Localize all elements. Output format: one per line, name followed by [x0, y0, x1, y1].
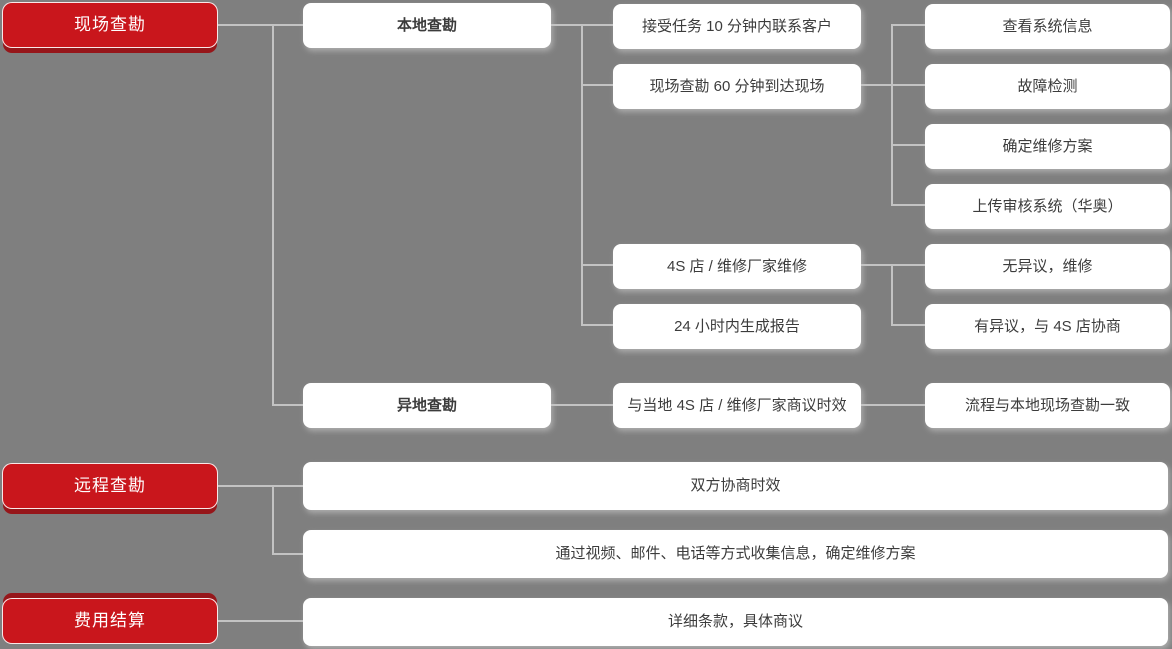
- connector-line: [891, 264, 893, 326]
- connector-line: [218, 620, 303, 622]
- node-report-24h: 24 小时内生成报告: [613, 304, 861, 349]
- node-fault-detection: 故障检测: [925, 64, 1170, 109]
- node-accept-task-contact: 接受任务 10 分钟内联系客户: [613, 4, 861, 49]
- node-confirm-repair-plan: 确定维修方案: [925, 124, 1170, 169]
- connector-line: [891, 324, 925, 326]
- node-negotiate-with-local-shop: 与当地 4S 店 / 维修厂家商议时效: [613, 383, 861, 428]
- node-offsite-survey: 异地查勘: [303, 383, 551, 428]
- node-collect-info-video-email: 通过视频、邮件、电话等方式收集信息，确定维修方案: [303, 530, 1168, 578]
- node-remote-survey: 远程查勘: [2, 463, 218, 509]
- connector-line: [551, 404, 613, 406]
- node-objection-negotiate: 有异议，与 4S 店协商: [925, 304, 1170, 349]
- connector-line: [218, 24, 303, 26]
- node-upload-audit-system: 上传审核系统（华奥）: [925, 184, 1170, 229]
- connector-line: [581, 24, 583, 326]
- connector-line: [272, 24, 274, 406]
- connector-line: [861, 264, 925, 266]
- connector-line: [581, 264, 613, 266]
- node-fee-settlement: 费用结算: [2, 598, 218, 644]
- connector-line: [891, 24, 893, 206]
- connector-line: [272, 485, 274, 555]
- node-4s-shop-repair: 4S 店 / 维修厂家维修: [613, 244, 861, 289]
- connector-line: [861, 84, 925, 86]
- connector-line: [218, 485, 303, 487]
- node-local-survey: 本地查勘: [303, 3, 551, 48]
- connector-line: [891, 24, 925, 26]
- connector-line: [581, 84, 613, 86]
- node-arrive-60min: 现场查勘 60 分钟到达现场: [613, 64, 861, 109]
- connector-line: [581, 324, 613, 326]
- connector-line: [861, 404, 925, 406]
- connector-line: [891, 144, 925, 146]
- connector-line: [272, 404, 303, 406]
- connector-line: [272, 553, 303, 555]
- node-detailed-terms: 详细条款，具体商议: [303, 598, 1168, 646]
- node-onsite-survey: 现场查勘: [2, 2, 218, 48]
- node-negotiate-timeline: 双方协商时效: [303, 462, 1168, 510]
- connector-line: [891, 204, 925, 206]
- node-same-as-local-process: 流程与本地现场查勘一致: [925, 383, 1170, 428]
- node-no-objection-repair: 无异议，维修: [925, 244, 1170, 289]
- node-check-system-info: 查看系统信息: [925, 4, 1170, 49]
